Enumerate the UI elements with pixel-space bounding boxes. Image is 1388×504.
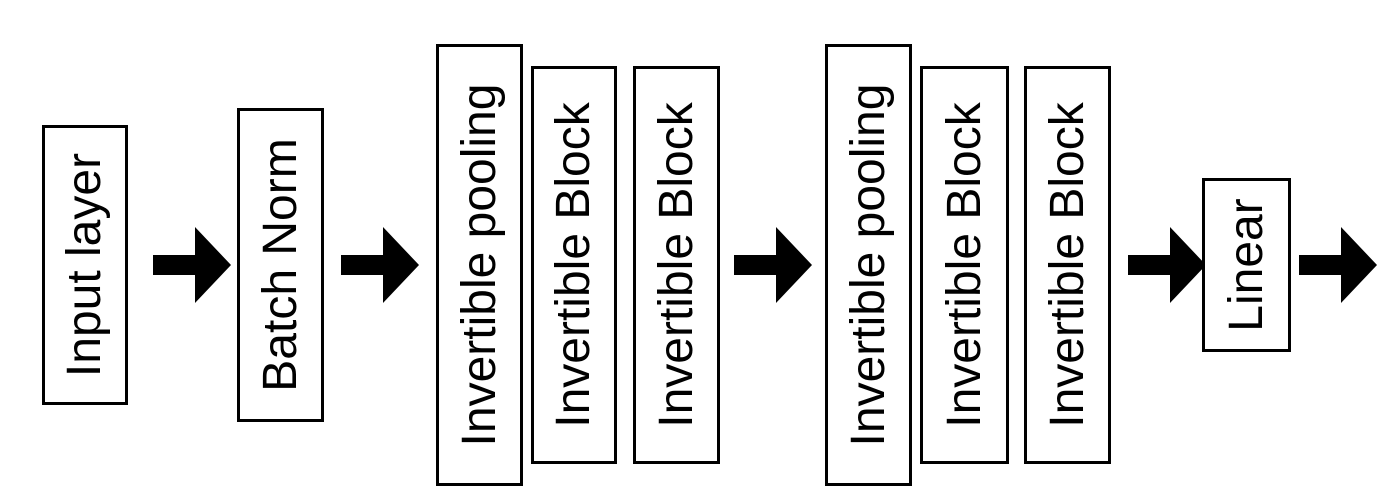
- invertible-pooling-box: Invertible pooling: [436, 44, 523, 486]
- arrow-right-icon: [153, 227, 231, 303]
- invertible-block-box: Invertible Block: [531, 66, 617, 464]
- invertible-block-label: Invertible Block: [547, 102, 600, 428]
- invertible-block-box: Invertible Block: [633, 66, 720, 464]
- arrow-right-icon: [734, 227, 812, 303]
- arrow-right-icon: [1299, 227, 1377, 303]
- linear-box: Linear: [1202, 178, 1291, 352]
- invertible-block-label: Invertible Block: [1040, 102, 1094, 428]
- invertible-pooling-label: Invertible pooling: [452, 83, 506, 447]
- invertible-block-box: Invertible Block: [920, 66, 1009, 464]
- invertible-pooling-box: Invertible pooling: [825, 44, 912, 486]
- batch-norm-label: Batch Norm: [253, 138, 307, 392]
- input-layer-label: Input layer: [58, 152, 111, 378]
- arrow-right-icon: [1128, 227, 1206, 303]
- invertible-block-label: Invertible Block: [937, 102, 991, 428]
- input-layer-box: Input layer: [42, 125, 128, 405]
- invertible-block-label: Invertible Block: [649, 102, 703, 428]
- invertible-block-box: Invertible Block: [1024, 66, 1111, 464]
- invertible-pooling-label: Invertible pooling: [841, 83, 895, 447]
- linear-label: Linear: [1219, 198, 1273, 332]
- batch-norm-box: Batch Norm: [237, 108, 324, 422]
- arrow-right-icon: [341, 227, 419, 303]
